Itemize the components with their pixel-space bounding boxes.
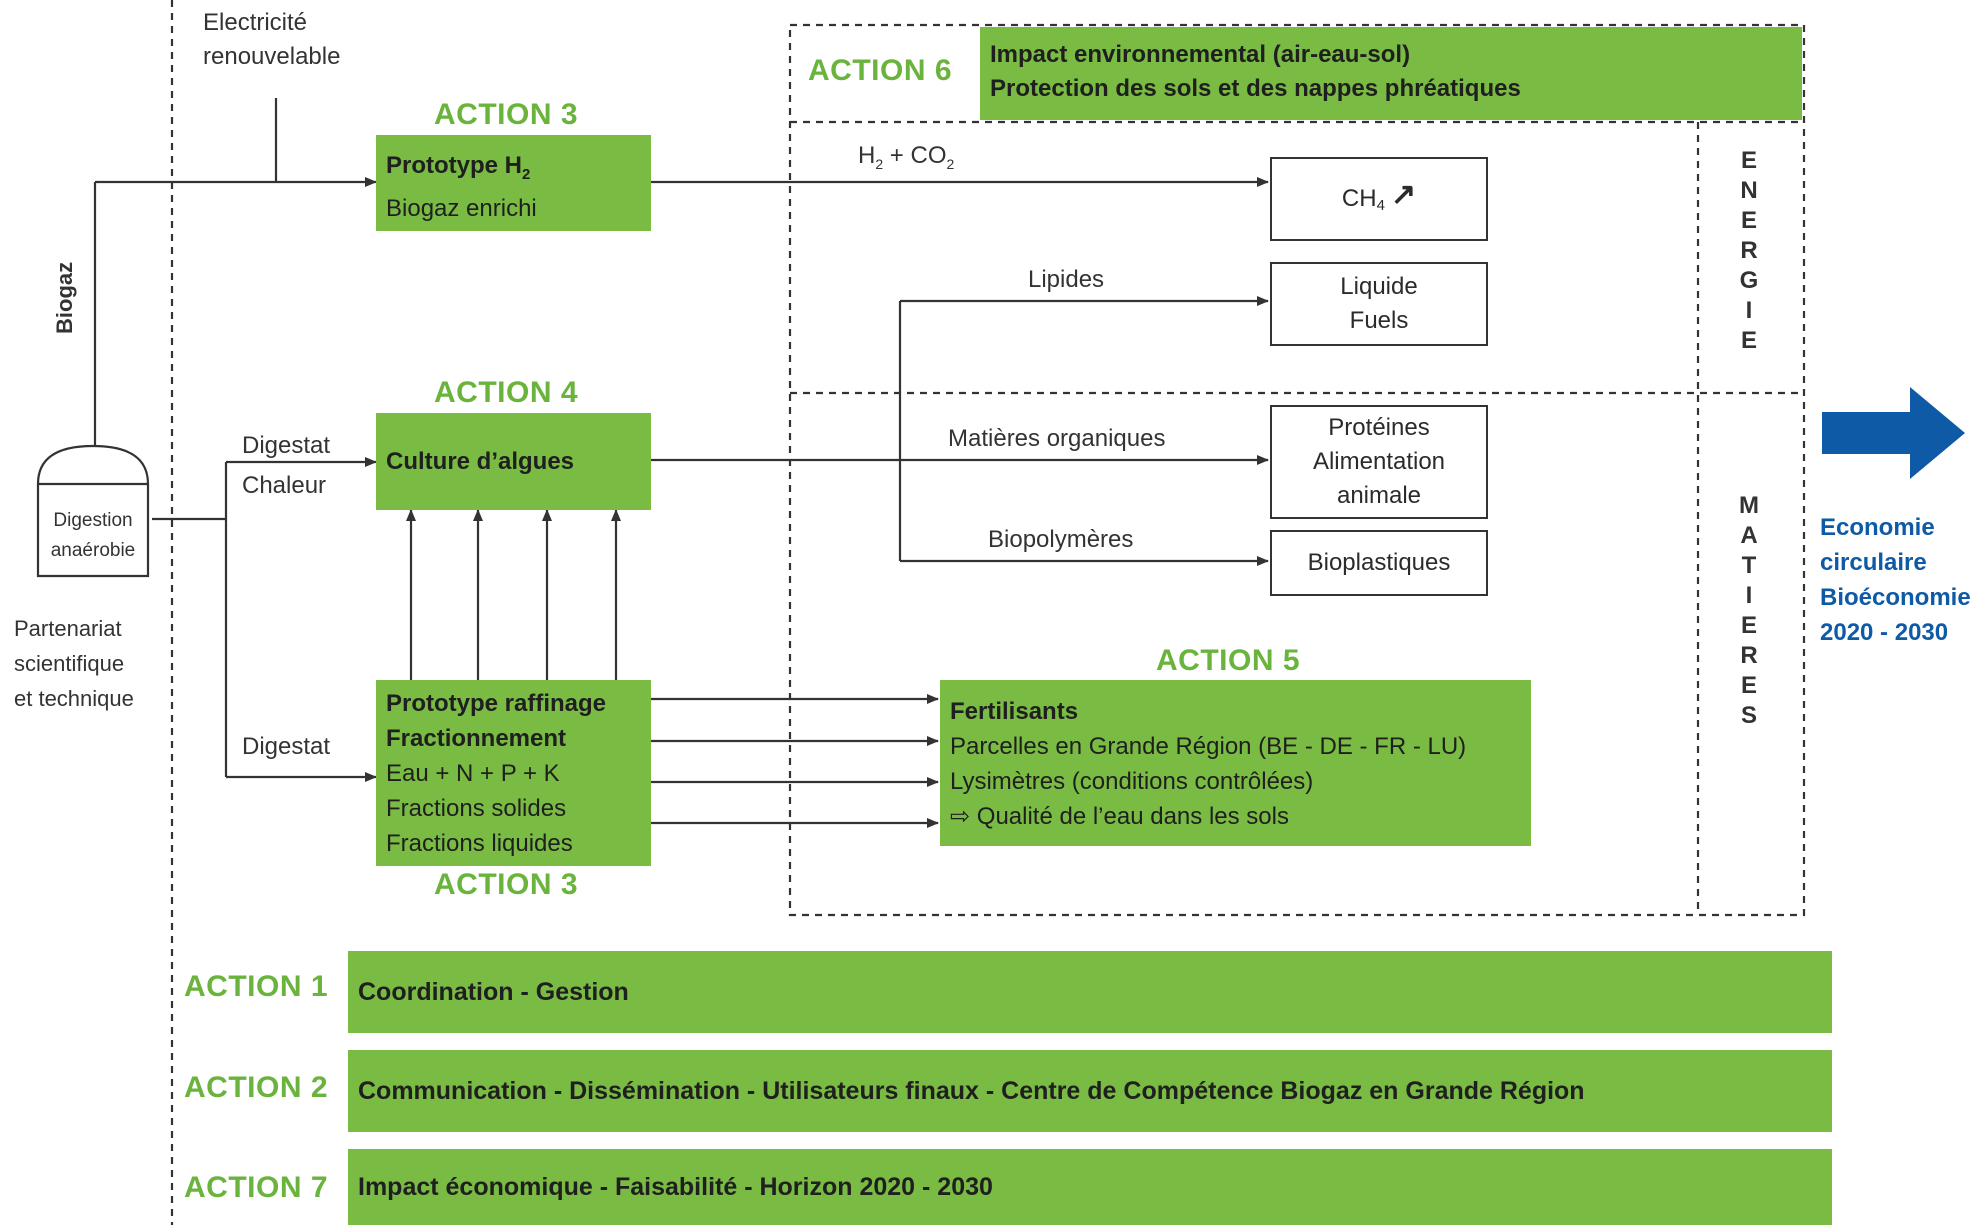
action2-title: ACTION 2: [184, 1071, 329, 1104]
action1-title: ACTION 1: [184, 970, 329, 1003]
action3-top-title: ACTION 3: [434, 98, 579, 131]
prototype-h2-line: Prototype H2: [386, 152, 531, 183]
increase-arrow-icon: ↗: [1390, 178, 1417, 211]
action2-bar: Communication - Dissémination - Utilisat…: [348, 1050, 1832, 1132]
ch4-label: CH: [1341, 185, 1377, 212]
fertilisants-line: Fertilisants: [950, 698, 1079, 725]
partnership-line3: et technique: [14, 686, 134, 711]
partnership-line1: Partenariat: [14, 616, 122, 641]
matieres-letter: E: [1740, 612, 1757, 639]
energie-letter: E: [1740, 147, 1757, 174]
digestion-tank: Digestion anaérobie: [36, 444, 150, 578]
lysimetres-line: Lysimètres (conditions contrôlées): [950, 768, 1314, 795]
fractions-liquides-line: Fractions liquides: [386, 830, 573, 857]
outcome-label: Economie circulaire Bioéconomie 2020 - 2…: [1820, 510, 1971, 650]
bioplastiques-box: Bioplastiques: [1270, 530, 1488, 596]
action6-title: ACTION 6: [808, 54, 953, 87]
matieres-letter: I: [1745, 582, 1753, 609]
energie-letter: R: [1740, 237, 1758, 264]
matieres-letter: R: [1740, 642, 1758, 669]
action5-box: Fertilisants Parcelles en Grande Région …: [940, 680, 1531, 846]
lipides-label: Lipides: [1028, 266, 1105, 293]
action6-box: Impact environnemental (air-eau-sol) Pro…: [980, 27, 1802, 120]
action4-box: Culture d’algues: [376, 413, 651, 510]
digestat-bottom-label: Digestat: [242, 733, 331, 760]
energie-letter: E: [1740, 327, 1757, 354]
outcome-line4: 2020 - 2030: [1820, 619, 1949, 646]
energie-letter: N: [1740, 177, 1758, 204]
qualite-eau-line: ⇨ Qualité de l’eau dans les sols: [950, 803, 1289, 830]
digestion-line1: Digestion: [53, 510, 133, 531]
action5-title: ACTION 5: [1156, 644, 1301, 677]
h2-co2-label: H2 + CO2: [858, 142, 955, 172]
liquide-fuels-box: Liquide Fuels: [1270, 262, 1488, 346]
action1-bar: Coordination - Gestion: [348, 951, 1832, 1033]
digestat-top-label: Digestat: [242, 432, 331, 459]
action2-text: Communication - Dissémination - Utilisat…: [358, 1076, 1585, 1105]
action3-bottom-box: Prototype raffinage Fractionnement Eau +…: [376, 680, 651, 866]
fractionnement-line: Fractionnement: [386, 725, 567, 752]
biogaz-enrichi-line: Biogaz enrichi: [386, 194, 537, 222]
parcelles-line: Parcelles en Grande Région (BE - DE - FR…: [950, 733, 1467, 760]
fractions-solides-line: Fractions solides: [386, 795, 567, 822]
proteines-box: Protéines Alimentation animale: [1270, 405, 1488, 519]
outcome-line2: circulaire: [1820, 549, 1927, 576]
digestion-line2: anaérobie: [50, 540, 136, 561]
action3-top-box: Prototype H2 Biogaz enrichi: [376, 135, 651, 231]
matieres-letter: S: [1740, 702, 1757, 729]
outcome-line3: Bioéconomie: [1820, 584, 1971, 611]
action6-line1: Impact environnemental (air-eau-sol): [990, 41, 1411, 68]
alimentation-line: Alimentation: [1312, 448, 1446, 475]
matieres-letter: E: [1740, 672, 1757, 699]
matieres-letter: M: [1739, 492, 1759, 519]
partnership-label: Partenariat scientifique et technique: [14, 611, 134, 716]
outcome-arrow-icon: [1822, 387, 1965, 479]
chaleur-label: Chaleur: [242, 472, 327, 499]
eau-npk-line: Eau + N + P + K: [386, 760, 560, 787]
tank-icon: [36, 444, 150, 578]
matieres-organiques-label: Matières organiques: [948, 425, 1166, 452]
ch4-sub: 4: [1376, 197, 1385, 214]
electricity-label: Electricité renouvelable: [203, 6, 340, 74]
energie-letter: E: [1740, 207, 1757, 234]
action6-line2: Protection des sols et des nappes phréat…: [990, 75, 1521, 102]
partnership-line2: scientifique: [14, 651, 125, 676]
biopolymeres-label: Biopolymères: [988, 526, 1134, 553]
electricity-line2: renouvelable: [203, 43, 341, 70]
energie-letter: I: [1745, 297, 1753, 324]
matieres-letter: A: [1740, 522, 1758, 549]
action3-bottom-title: ACTION 3: [434, 868, 579, 901]
action7-bar: Impact économique - Faisabilité - Horizo…: [348, 1149, 1832, 1225]
action1-text: Coordination - Gestion: [358, 977, 629, 1006]
liquide-line: Liquide: [1340, 273, 1418, 300]
energie-letter: G: [1739, 267, 1759, 294]
animale-line: animale: [1336, 482, 1422, 509]
prototype-raffinage-line: Prototype raffinage: [386, 690, 607, 717]
action7-text: Impact économique - Faisabilité - Horizo…: [358, 1172, 993, 1201]
proteines-line: Protéines: [1328, 414, 1430, 441]
biogaz-label: Biogaz: [52, 261, 77, 334]
matieres-letter: T: [1741, 552, 1757, 579]
action4-title: ACTION 4: [434, 376, 579, 409]
electricity-line1: Electricité: [203, 9, 308, 36]
fuels-line: Fuels: [1349, 307, 1409, 334]
outcome-line1: Economie: [1820, 514, 1935, 541]
action7-title: ACTION 7: [184, 1171, 329, 1204]
